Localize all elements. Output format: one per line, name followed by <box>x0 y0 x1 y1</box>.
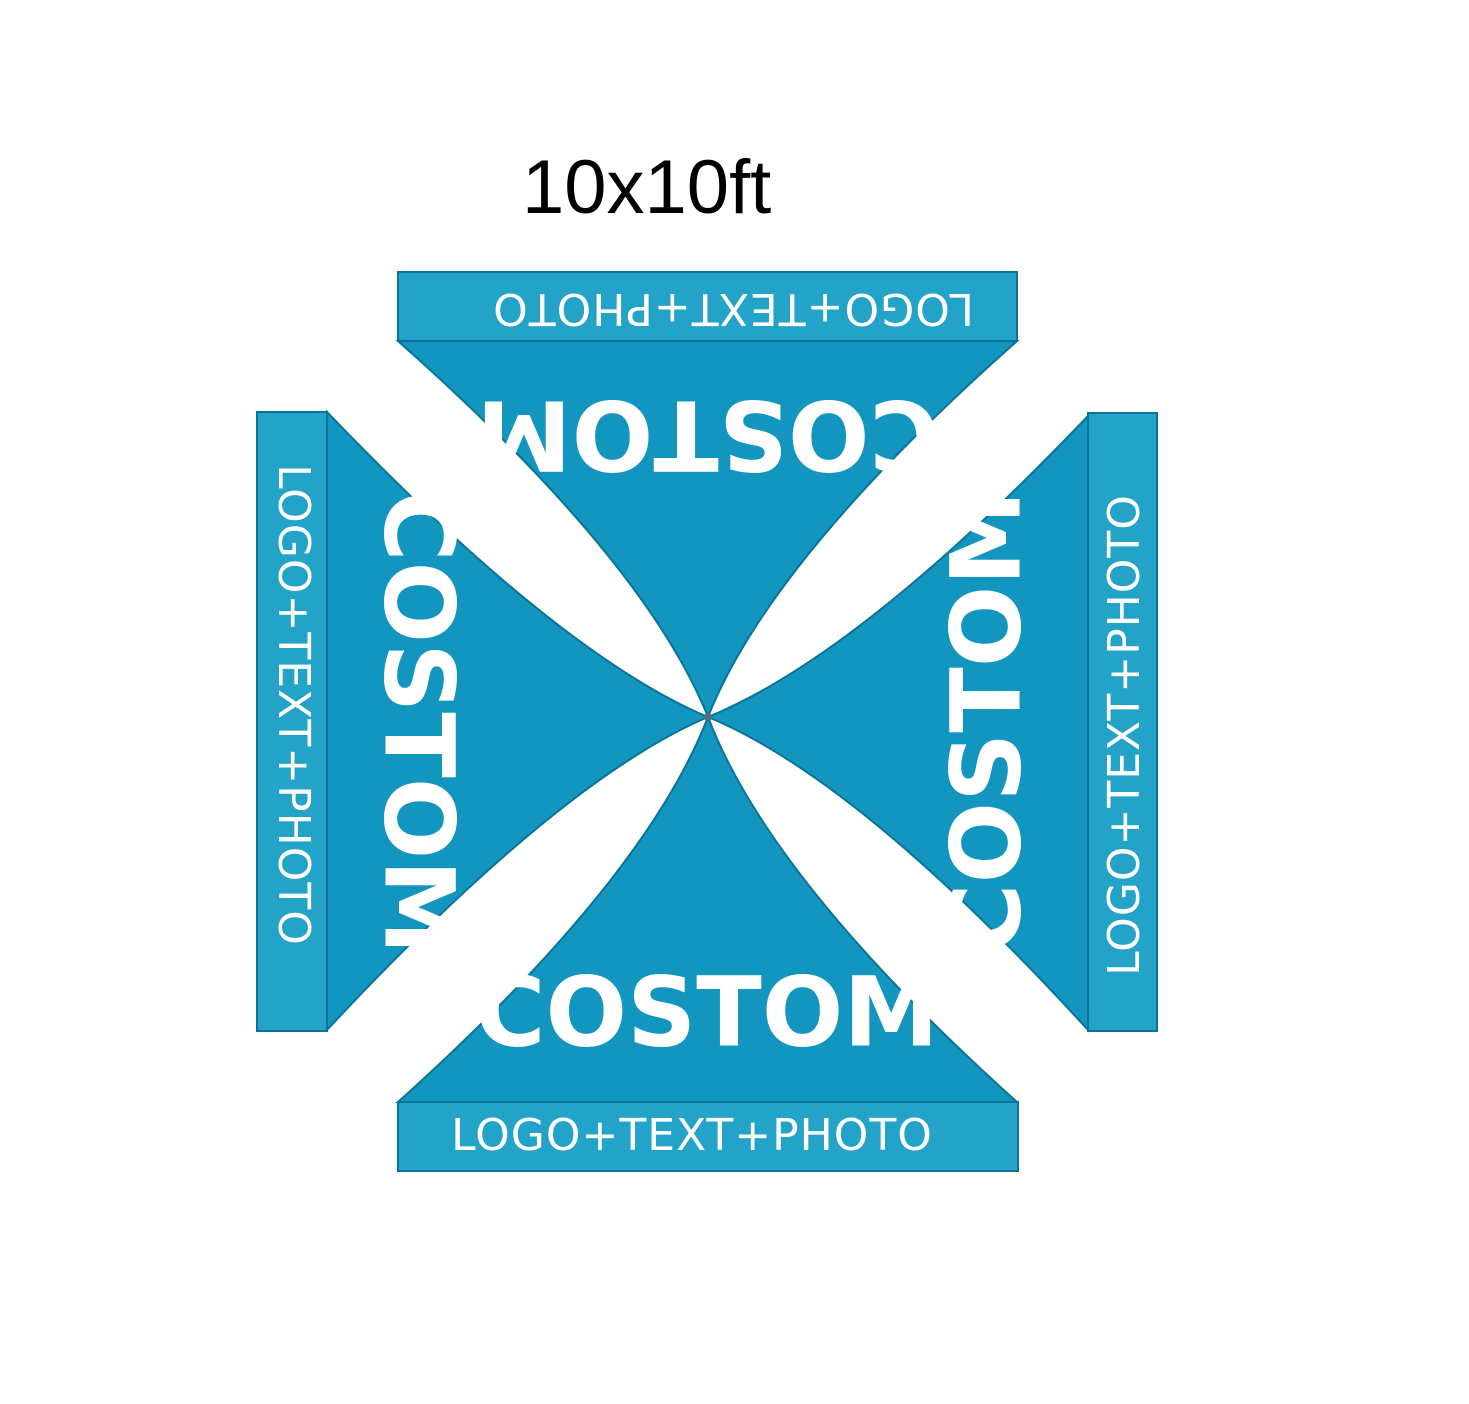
roof-panel-top-label: COSTOM <box>476 379 940 491</box>
valance-left-label: LOGO+TEXT+PHOTO <box>268 464 319 946</box>
canopy-peak <box>704 713 712 721</box>
roof-panel-bottom-label: COSTOM <box>475 956 939 1068</box>
roof-panel-left-label: COSTOM <box>363 491 475 955</box>
canopy-size-title: 10x10ft <box>522 145 772 230</box>
valance-bottom-label: LOGO+TEXT+PHOTO <box>451 1110 933 1161</box>
valance-right <box>1087 412 1158 1032</box>
valance-bottom <box>397 1101 1019 1172</box>
valance-top <box>397 271 1018 342</box>
valance-right-label: LOGO+TEXT+PHOTO <box>1099 494 1150 976</box>
valance-top-label: LOGO+TEXT+PHOTO <box>492 283 974 334</box>
valance-left <box>256 411 328 1032</box>
roof-panel-right-label: COSTOM <box>930 490 1042 954</box>
